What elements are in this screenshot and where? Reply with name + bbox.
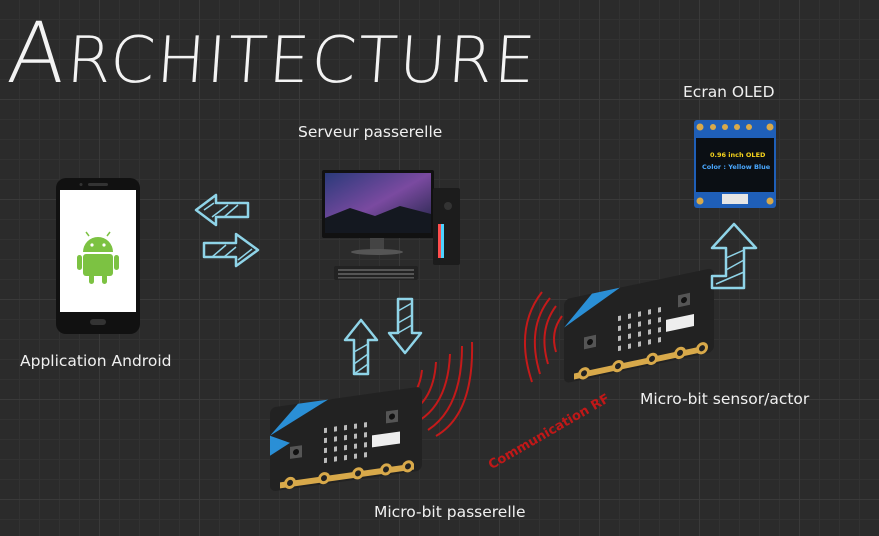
rf-waves-sensor-icon bbox=[523, 291, 563, 383]
label-communication-rf: Communication RF bbox=[486, 391, 613, 473]
oled-screen-line1: 0.96 inch OLED bbox=[710, 151, 766, 159]
diagram-title: ARCHITECTURE bbox=[4, 4, 540, 102]
microbit-sensor-icon bbox=[564, 268, 714, 383]
label-ecran-oled: Ecran OLED bbox=[683, 83, 775, 101]
arrow-down-icon bbox=[387, 297, 423, 355]
oled-display-icon bbox=[694, 120, 776, 208]
label-microbit-passerelle: Micro-bit passerelle bbox=[374, 503, 526, 521]
label-serveur-passerelle: Serveur passerelle bbox=[298, 123, 443, 141]
arrow-up-oled-icon bbox=[710, 222, 758, 290]
label-microbit-sensor-actor: Micro-bit sensor/actor bbox=[640, 390, 810, 408]
arrow-left-icon bbox=[194, 193, 250, 227]
desktop-computer-icon bbox=[322, 170, 460, 280]
label-application-android: Application Android bbox=[20, 352, 172, 370]
android-phone-icon bbox=[56, 178, 140, 334]
arrow-up-icon bbox=[343, 318, 379, 376]
arrow-right-icon bbox=[202, 232, 260, 268]
oled-screen-line2: Color : Yellow Blue bbox=[702, 163, 771, 171]
microbit-gateway-icon bbox=[270, 387, 422, 491]
